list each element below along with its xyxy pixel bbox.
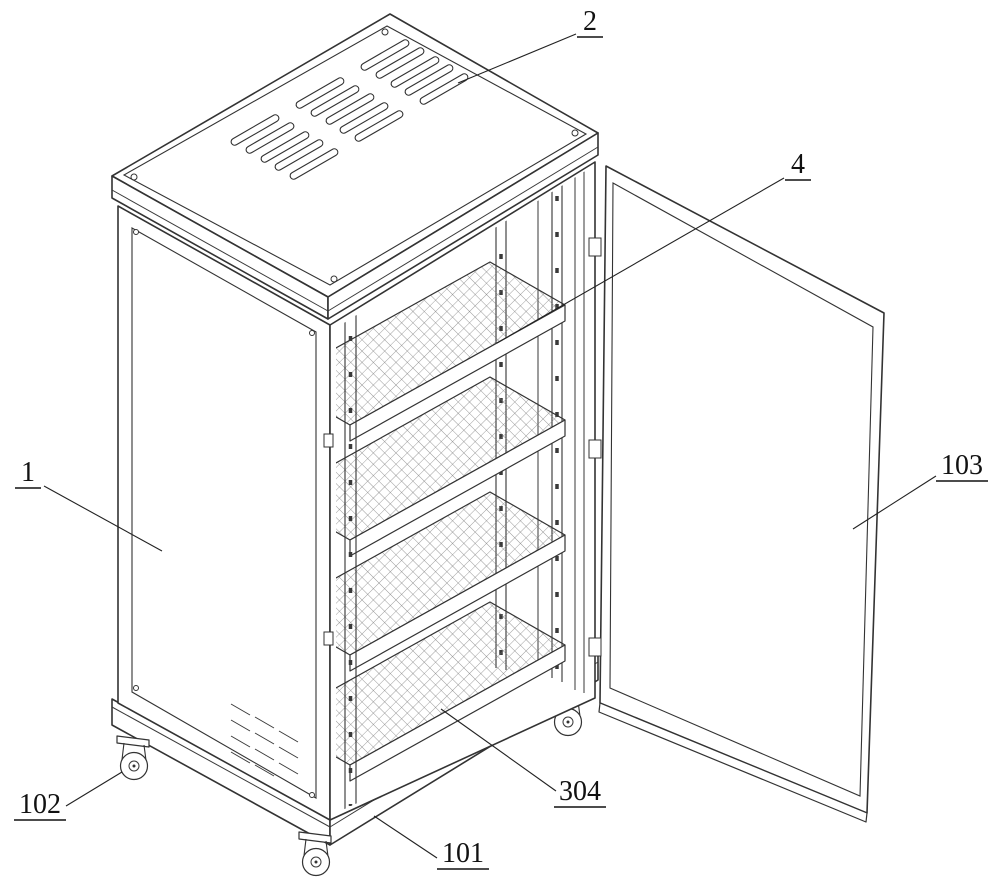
label-mesh-tray: 304 [440,708,606,808]
label-rack-rail: 4 [496,149,811,344]
mesh-tray-2 [336,376,566,557]
door-hinges [323,237,602,657]
door-outer-face [599,165,885,814]
top-face-inner-border [122,25,588,286]
mesh-tray-1 [336,261,566,442]
label-door-panel: 103 [852,450,988,530]
label-top-cover: 2 [457,6,603,84]
side-panel-vents [230,703,299,777]
mesh-tray-3 [336,491,566,672]
leader-line [373,815,438,859]
ref-number: 304 [559,776,601,807]
screw-icon [571,129,579,137]
screw-icon [309,792,315,798]
ref-number: 101 [442,838,484,869]
door-inner-frame [609,182,874,797]
label-base-frame: 101 [373,815,489,870]
hinge-icon [588,637,602,657]
leader-line [440,708,557,792]
leader-line [496,177,785,344]
caster-wheel-left [116,735,150,781]
screw-icon [381,28,389,36]
cabinet-interior [336,170,585,813]
screw-icon [309,330,315,336]
leader-line [852,475,937,530]
leader-line [43,485,163,552]
label-cabinet-body: 1 [15,457,163,552]
latch-tab-icon [323,433,334,448]
side-panel-inner-border [131,227,317,799]
screw-icon [133,685,139,691]
screw-icon [133,229,139,235]
ref-number: 103 [941,450,983,481]
latch-tab-icon [323,631,334,646]
caster-wheel-front [298,831,332,877]
top-edge-right [327,132,599,320]
leader-line [457,33,577,84]
screw-icon [330,275,338,283]
door-bottom-edge [598,702,868,823]
ref-number: 102 [19,789,61,820]
top-cover [111,13,599,320]
hinge-icon [588,237,602,257]
reference-labels: 2 4 1 103 102 304 10 [14,6,988,870]
screw-icon [130,173,138,181]
ref-number: 2 [583,6,597,37]
mesh-tray-4 [336,601,566,782]
door-panel [598,165,885,823]
leader-line [65,771,123,807]
hinge-icon [588,439,602,459]
ref-number: 4 [791,149,805,180]
label-caster: 102 [14,771,123,821]
rack-rail-front-left [344,310,357,813]
ref-number: 1 [21,457,35,488]
top-edge-trim [111,146,599,312]
